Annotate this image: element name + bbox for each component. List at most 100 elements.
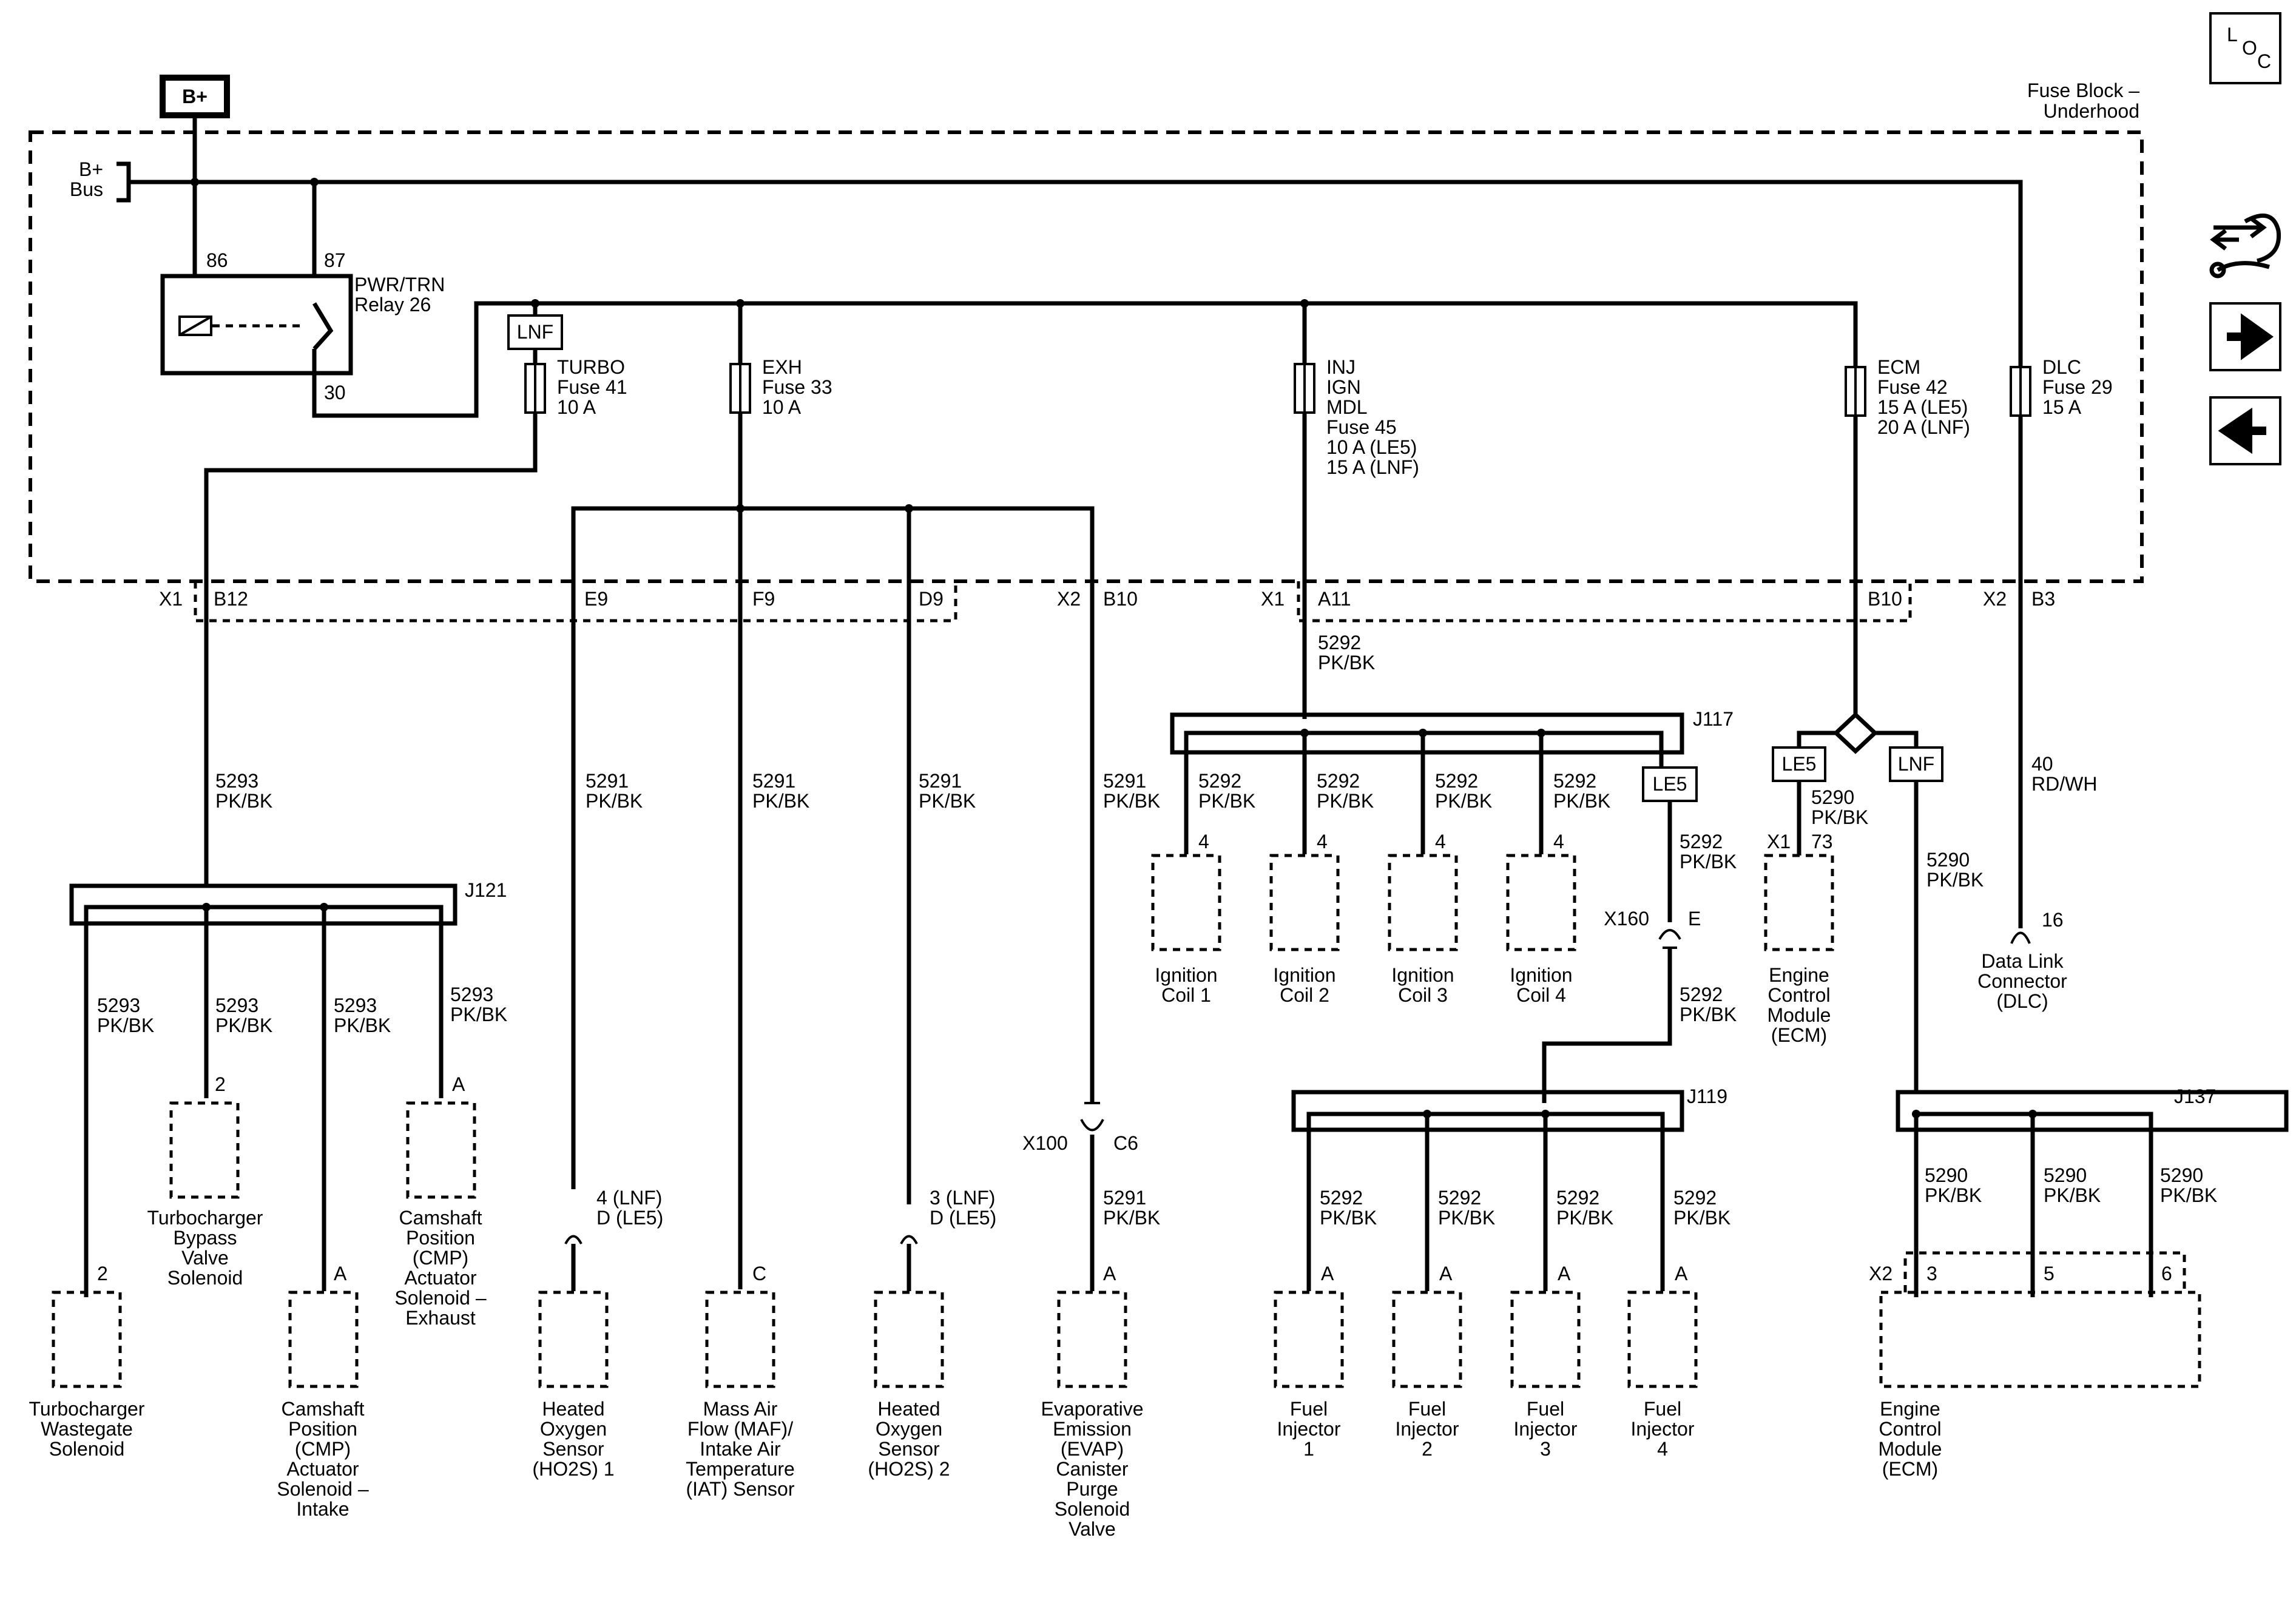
svg-text:Injector: Injector <box>1631 1418 1695 1440</box>
svg-text:1: 1 <box>1303 1438 1314 1460</box>
pin-coil-2: 4 <box>1317 831 1328 852</box>
svg-text:Temperature: Temperature <box>686 1458 795 1480</box>
wire-5291-f9-1: 5291 <box>752 770 795 792</box>
wire-5291-e9-1: 5291 <box>586 770 629 792</box>
svg-text:(HO2S) 1: (HO2S) 1 <box>532 1458 614 1480</box>
wire-5291-d9-1: 5291 <box>919 770 962 792</box>
conn-f9: F9 <box>752 588 775 610</box>
svg-text:Bypass: Bypass <box>174 1227 237 1249</box>
turbo-wastegate-solenoid: Turbocharger Wastegate Solenoid <box>29 1398 145 1460</box>
svg-text:(CMP): (CMP) <box>413 1247 468 1269</box>
wire-5290-j3-1: 5290 <box>2160 1164 2203 1186</box>
relay-pin-87: 87 <box>324 249 346 271</box>
svg-text:Data Link: Data Link <box>1981 950 2064 972</box>
svg-text:4: 4 <box>1657 1438 1668 1460</box>
dlc-pin: 16 <box>2042 909 2064 931</box>
ecm-fuse-1: ECM <box>1877 356 1920 378</box>
svg-text:Coil 2: Coil 2 <box>1280 984 1329 1006</box>
turbo-fuse-3: 10 A <box>557 396 596 418</box>
svg-text:Module: Module <box>1879 1438 1942 1460</box>
data-link-connector: Data Link Connector (DLC) <box>1977 950 2067 1012</box>
wire-5293-b-1: 5293 <box>215 994 258 1016</box>
svg-text:(ECM): (ECM) <box>1882 1458 1938 1480</box>
wire-5292-i2-1: 5292 <box>1438 1187 1481 1209</box>
svg-text:Injector: Injector <box>1514 1418 1578 1440</box>
maf-iat-sensor: Mass Air Flow (MAF)/ Intake Air Temperat… <box>686 1398 795 1500</box>
pin-ho2s2-2: D (LE5) <box>930 1207 996 1229</box>
bus-label-2: Bus <box>70 178 103 200</box>
splice-j137 <box>1896 1090 2289 1132</box>
wire-5292-a11-2: PK/BK <box>1318 652 1375 673</box>
wire-5291-f9-2: PK/BK <box>752 790 809 812</box>
pin-injector-3: A <box>1558 1263 1571 1284</box>
bus-label-1: B+ <box>79 158 103 180</box>
wire-5292-c2-2: PK/BK <box>1317 790 1374 812</box>
next-arrow-icon[interactable] <box>2209 302 2281 371</box>
svg-text:Sensor: Sensor <box>878 1438 940 1460</box>
exh-fuse-2: Fuse 33 <box>762 376 832 398</box>
splice-j119 <box>1291 1090 1684 1132</box>
ecm-x2-pin-5: 5 <box>2044 1263 2055 1284</box>
fuel-injector-1: Fuel Injector 1 <box>1277 1398 1341 1460</box>
inj-fuse-4: Fuse 45 <box>1326 416 1397 438</box>
svg-text:Purge: Purge <box>1066 1478 1118 1500</box>
conn-b3: B3 <box>2031 588 2055 610</box>
svg-text:Fuel: Fuel <box>1527 1398 1564 1420</box>
svg-text:(ECM): (ECM) <box>1771 1024 1827 1046</box>
ho2s-1: Heated Oxygen Sensor (HO2S) 1 <box>532 1398 614 1480</box>
svg-text:Solenoid: Solenoid <box>167 1267 243 1289</box>
svg-text:(IAT) Sensor: (IAT) Sensor <box>686 1478 795 1500</box>
svg-text:Actuator: Actuator <box>404 1267 477 1289</box>
svg-text:3: 3 <box>1540 1438 1551 1460</box>
lnf-option-turbo-label: LNF <box>517 321 553 343</box>
turbo-fuse-2: Fuse 41 <box>557 376 627 398</box>
pin-coil-4: 4 <box>1553 831 1564 852</box>
svg-text:Position: Position <box>406 1227 475 1249</box>
svg-text:Ignition: Ignition <box>1510 964 1572 986</box>
svg-text:Ignition: Ignition <box>1155 964 1217 986</box>
svg-text:Exhaust: Exhaust <box>405 1307 476 1329</box>
previous-arrow-icon[interactable] <box>2209 396 2281 465</box>
ecm-fuse-2: Fuse 42 <box>1877 376 1948 398</box>
inline-x100: X100 <box>1022 1132 1068 1154</box>
schematic-icon[interactable] <box>2209 214 2281 278</box>
pin-coil-3: 4 <box>1435 831 1446 852</box>
ecm-x2-pin-6: 6 <box>2161 1263 2172 1284</box>
svg-text:Valve: Valve <box>181 1247 229 1269</box>
wire-40-2: RD/WH <box>2031 773 2097 795</box>
turbo-fuse-1: TURBO <box>557 356 625 378</box>
wire-5290-j2-1: 5290 <box>2044 1164 2087 1186</box>
svg-text:Sensor: Sensor <box>542 1438 604 1460</box>
ignition-coil-1: Ignition Coil 1 <box>1155 964 1217 1006</box>
inj-fuse-2: IGN <box>1326 376 1361 398</box>
svg-text:Intake Air: Intake Air <box>700 1438 781 1460</box>
svg-text:Engine: Engine <box>1769 964 1829 986</box>
wire-40-1: 40 <box>2031 753 2053 775</box>
wire-5290-lnf-1: 5290 <box>1926 849 1970 871</box>
svg-text:Oxygen: Oxygen <box>540 1418 607 1440</box>
splice-j117-label: J117 <box>1693 708 1734 730</box>
fuse-block-label-2: Underhood <box>2044 100 2139 122</box>
loc-l: L <box>2227 24 2238 46</box>
inj-fuse-3: MDL <box>1326 396 1368 418</box>
svg-text:Flow (MAF)/: Flow (MAF)/ <box>687 1418 793 1440</box>
wire-5292-i4-2: PK/BK <box>1673 1207 1730 1229</box>
engine-control-module-top: Engine Control Module (ECM) <box>1768 964 1831 1046</box>
le5-option-j117-label: LE5 <box>1653 773 1687 795</box>
ignition-coil-3: Ignition Coil 3 <box>1391 964 1454 1006</box>
wire-5293-b-2: PK/BK <box>215 1014 272 1036</box>
ecm-x2-conn: X2 <box>1869 1263 1893 1284</box>
wire-5292-i4-1: 5292 <box>1673 1187 1717 1209</box>
wire-5292-i2-2: PK/BK <box>1438 1207 1495 1229</box>
svg-text:Coil 4: Coil 4 <box>1516 984 1566 1006</box>
svg-text:Solenoid –: Solenoid – <box>394 1287 486 1309</box>
loc-button[interactable]: L O C <box>2209 12 2281 84</box>
wire-5292-le5-1: 5292 <box>1680 831 1723 852</box>
inj-fuse-1: INJ <box>1326 356 1356 378</box>
conn-d9: D9 <box>919 588 944 610</box>
relay-pin-30: 30 <box>324 382 346 403</box>
wire-5292-le5-2: PK/BK <box>1680 851 1737 872</box>
wire-5290-j1-1: 5290 <box>1925 1164 1968 1186</box>
svg-text:Turbocharger: Turbocharger <box>29 1398 145 1420</box>
pin-ho2s1-1: 4 (LNF) <box>596 1187 662 1209</box>
